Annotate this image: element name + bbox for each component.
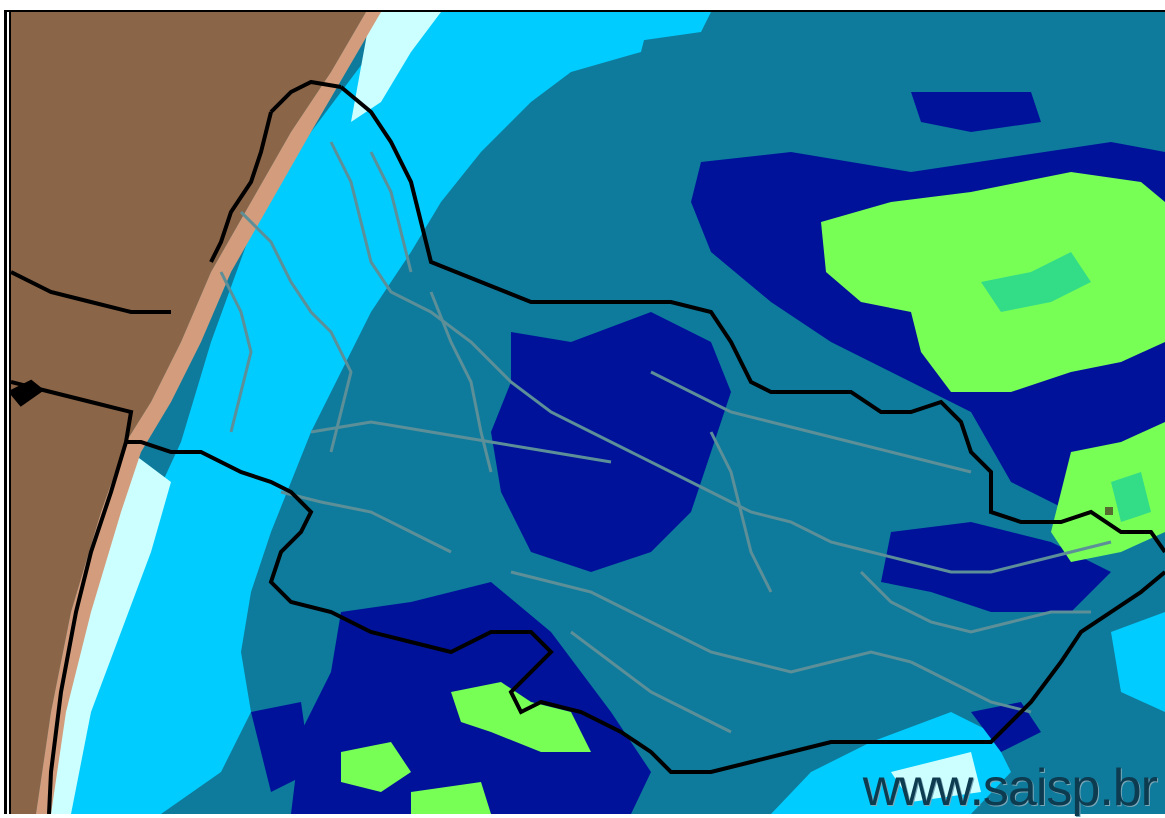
map-frame-border [9,10,11,814]
light-reflectivity-patch [1111,612,1165,712]
land-area [11,12,366,814]
pale-reflectivity-band [351,12,441,122]
state-borders [11,79,1165,814]
pale-reflectivity-band [36,452,171,814]
light-reflectivity-band [571,12,711,42]
radar-image [11,12,1165,814]
map-frame-border [4,10,7,814]
river-network [219,141,1112,734]
intense-cell [1105,507,1113,515]
pale-reflectivity-patch [891,752,981,802]
watermark-text: www.saisp.br [862,759,1158,817]
light-reflectivity-band [51,12,651,814]
map-frame-border [4,10,1165,12]
intense-precipitation [981,252,1151,522]
